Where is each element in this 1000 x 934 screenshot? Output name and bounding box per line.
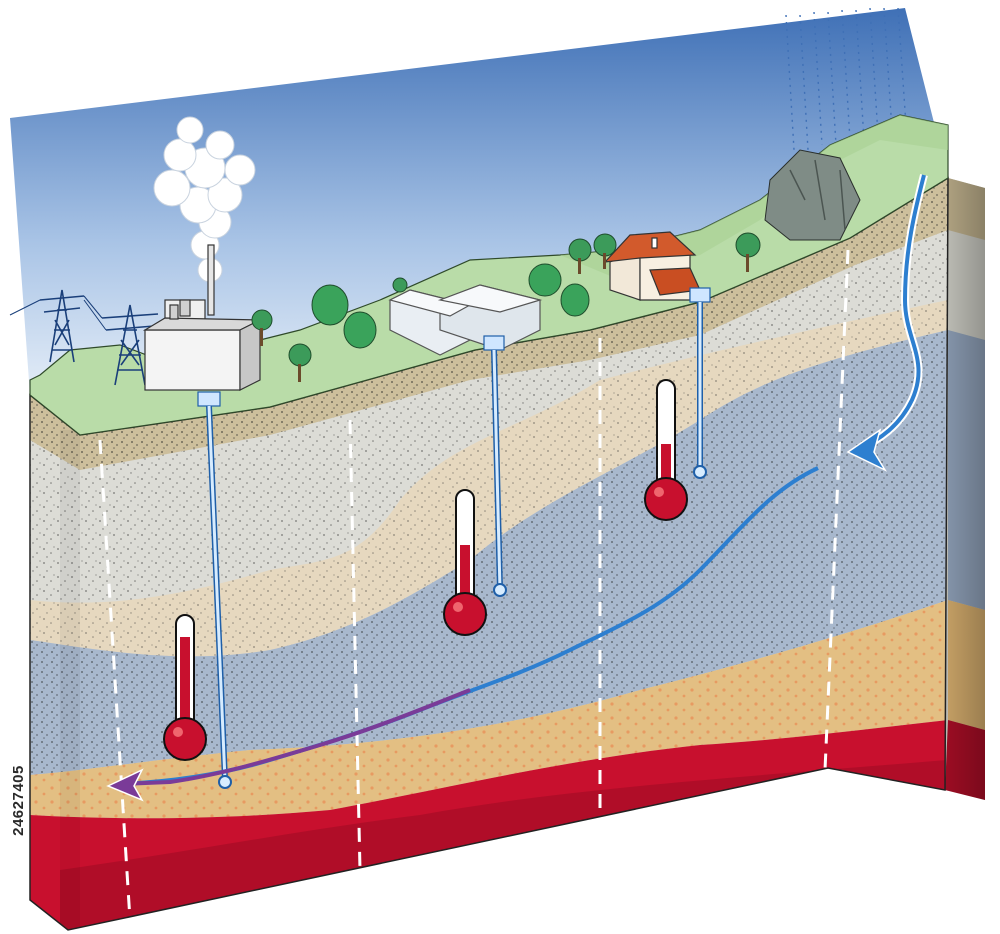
thermometer-icon — [163, 614, 207, 761]
well-pipe-icon — [206, 302, 707, 789]
thermometer-mercury — [180, 637, 190, 737]
cliff-rock — [764, 149, 861, 241]
power-plant-icon — [142, 244, 261, 407]
deep-flow-arrow — [106, 466, 819, 802]
greenhouse-icon — [388, 284, 543, 356]
tree-icon — [251, 232, 761, 382]
rain-icon — [785, 7, 907, 151]
thermometer-icon — [443, 489, 487, 636]
thermometer-mercury — [661, 444, 671, 497]
thermometer-group — [163, 379, 688, 761]
depth-guide-lines — [98, 249, 850, 921]
thermometer-icon — [644, 379, 688, 521]
power-pylon-icon — [9, 289, 159, 386]
thermometer-mercury — [460, 545, 470, 612]
water-flow-arrow-icon — [846, 174, 928, 472]
